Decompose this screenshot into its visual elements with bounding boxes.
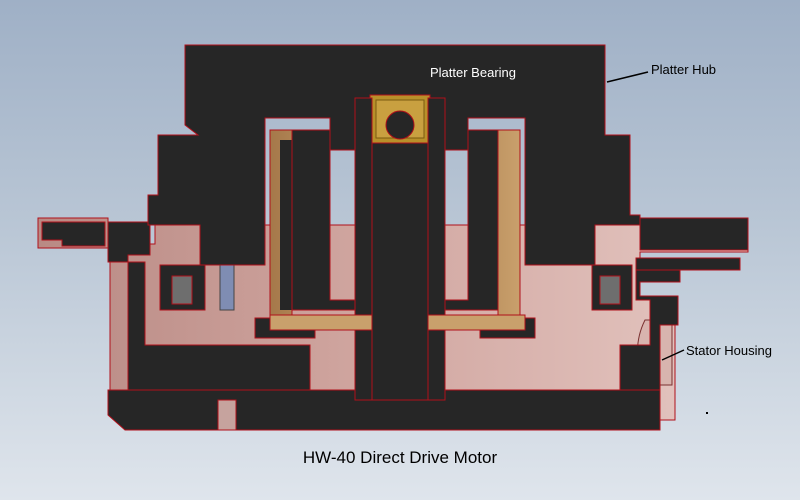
label-platter-hub: Platter Hub xyxy=(651,62,717,77)
spindle-assembly xyxy=(269,94,526,401)
stator-housing-leader xyxy=(661,349,685,361)
diagram-caption: HW-40 Direct Drive Motor xyxy=(302,448,498,467)
platter-hub-leader xyxy=(606,71,649,83)
stray-mark xyxy=(706,412,708,414)
leader-lines xyxy=(606,71,685,361)
label-platter-bearing: Platter Bearing xyxy=(430,65,516,80)
label-stator-housing: Stator Housing xyxy=(686,343,772,358)
